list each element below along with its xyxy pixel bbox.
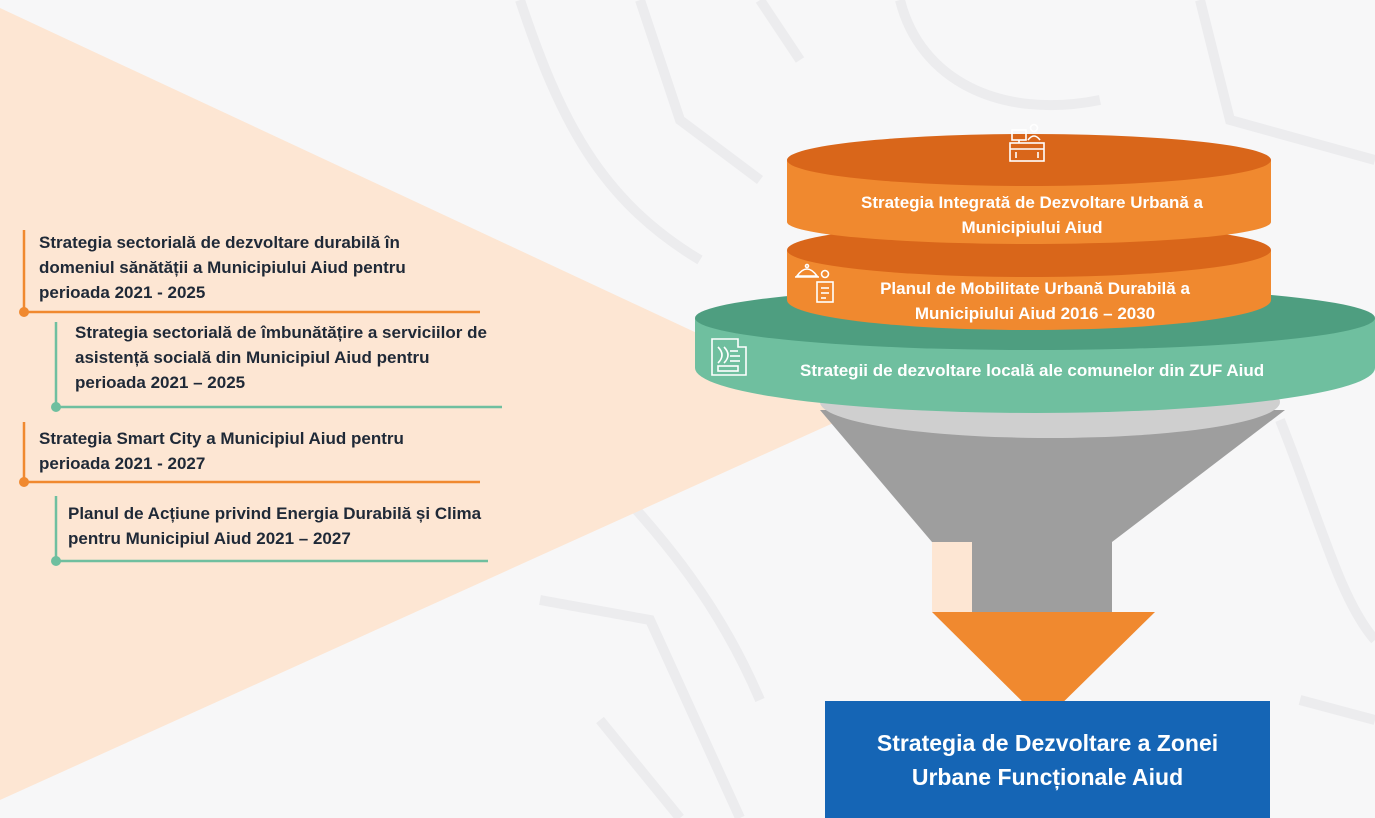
funnel-neck [972, 542, 1112, 612]
output-arrow [932, 612, 1155, 722]
list-item-social-strategy: Strategia sectorială de îmbunătățire a s… [75, 320, 505, 395]
layer-label-mobility-plan: Planul de Mobilitate Urbană Durabilă a M… [880, 279, 1190, 323]
list-item-text: Planul de Acțiune privind Energia Durabi… [68, 504, 482, 548]
list-item-text: Strategia Smart City a Municipiul Aiud p… [39, 429, 404, 473]
service-bell-icon [793, 260, 839, 306]
list-item-energy-plan: Planul de Acțiune privind Energia Durabi… [68, 501, 498, 551]
orange-disc1-top [787, 134, 1271, 186]
result-label: Strategia de Dezvoltare a Zonei Urbane F… [876, 729, 1219, 790]
document-scan-icon [706, 333, 754, 381]
map-streets [515, 0, 1375, 818]
layer-label-local-strategies: Strategii de dezvoltare locală ale comun… [800, 361, 1265, 380]
layer-label-integrated-strategy: Strategia Integrată de Dezvoltare Urbană… [860, 193, 1203, 237]
funnel-cone [820, 410, 1285, 542]
list-connectors [19, 230, 502, 566]
list-item-health-strategy: Strategia sectorială de dezvoltare durab… [39, 230, 479, 305]
result-box: Strategia de Dezvoltare a Zonei Urbane F… [825, 701, 1270, 818]
wedge-shape [0, 8, 862, 800]
list-item-text: Strategia sectorială de dezvoltare durab… [39, 233, 406, 302]
office-desk-icon [1004, 120, 1050, 166]
list-item-smart-city: Strategia Smart City a Municipiul Aiud p… [39, 426, 479, 476]
list-item-text: Strategia sectorială de îmbunătățire a s… [75, 323, 487, 392]
